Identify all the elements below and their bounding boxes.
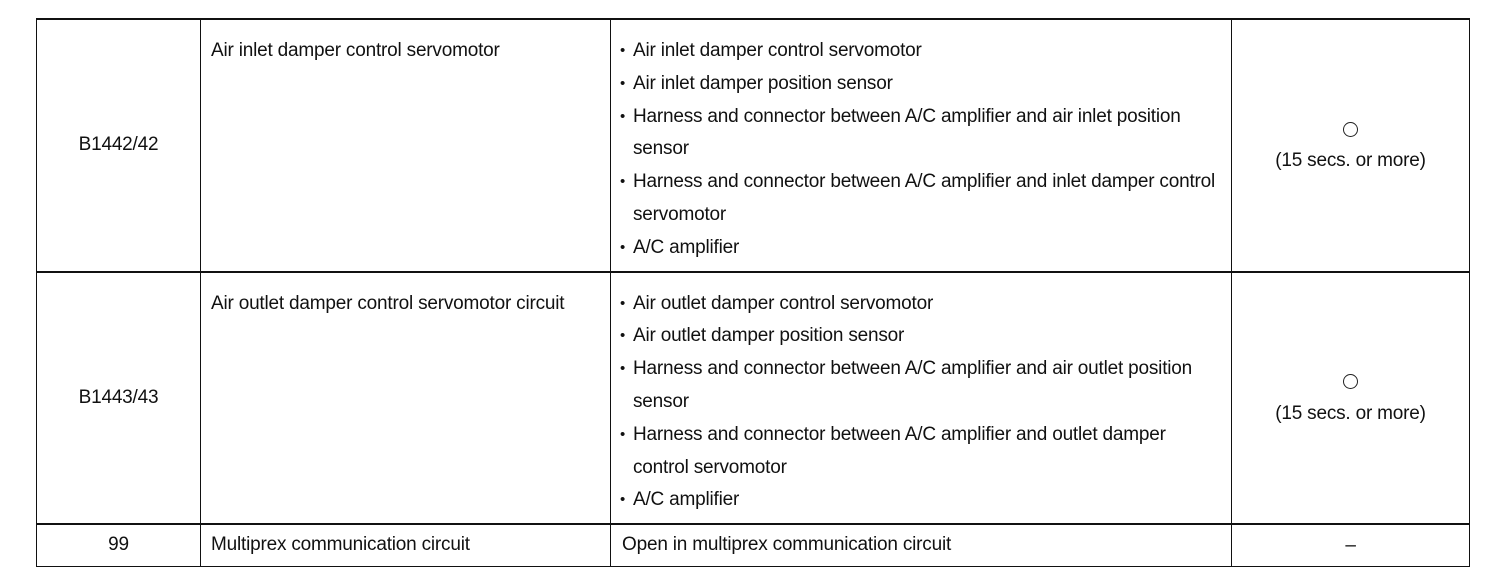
memory-cell: (15 secs. or more) [1231,271,1470,526]
table-row: B1443/43 Air outlet damper control servo… [36,271,1470,526]
trouble-area-item: •Harness and connector between A/C ampli… [619,101,1223,167]
memory-cell: – [1231,523,1470,567]
trouble-area-list: •Air outlet damper control servomotor •A… [619,288,1223,518]
trouble-area-item: •Air outlet damper position sensor [619,320,1223,353]
bullet-icon: • [620,360,626,378]
memory-dash: – [1345,534,1356,556]
bullet-icon: • [620,74,626,92]
bullet-icon: • [620,425,626,443]
bullet-icon: • [620,327,626,345]
trouble-area-item: •Air inlet damper control servomotor [619,35,1223,68]
trouble-area-item: •Air inlet damper position sensor [619,68,1223,101]
dtc-code-cell: B1443/43 [36,271,201,526]
bullet-icon: • [620,107,626,125]
detection-item: Air outlet damper control servomotor cir… [211,292,565,314]
detection-item: Multiprex communication circuit [211,534,470,556]
table-row: B1442/42 Air inlet damper control servom… [36,18,1470,273]
dtc-code-cell: 99 [36,523,201,567]
trouble-area-item: •Harness and connector between A/C ampli… [619,166,1223,232]
trouble-area-cell: Open in multiprex communication circuit [610,523,1232,567]
dtc-code-cell: B1442/42 [36,18,201,273]
trouble-area-item: •Air outlet damper control servomotor [619,288,1223,321]
table-row: 99 Multiprex communication circuit Open … [36,523,1470,567]
circle-icon [1343,121,1358,137]
trouble-area-text: Open in multiprex communication circuit [622,534,952,556]
memory-cell: (15 secs. or more) [1231,18,1470,273]
bullet-icon: • [620,491,626,509]
memory-condition: (15 secs. or more) [1275,150,1426,172]
bullet-icon: • [620,294,626,312]
detection-item: Air inlet damper control servomotor [211,40,500,61]
circle-icon [1343,374,1358,390]
trouble-area-item: •Harness and connector between A/C ampli… [619,353,1223,419]
trouble-area-item: •Harness and connector between A/C ampli… [619,419,1223,485]
trouble-area-item: •A/C amplifier [619,232,1223,265]
trouble-area-cell: •Air inlet damper control servomotor •Ai… [610,18,1232,273]
trouble-area-item: •A/C amplifier [619,484,1223,517]
detection-item-cell: Multiprex communication circuit [200,523,611,567]
bullet-icon: • [620,173,626,191]
dtc-code: 99 [108,534,129,556]
diagnostic-trouble-code-table: B1442/42 Air inlet damper control servom… [36,18,1470,567]
trouble-area-list: •Air inlet damper control servomotor •Ai… [619,35,1223,265]
memory-condition: (15 secs. or more) [1275,402,1426,424]
detection-item-cell: Air outlet damper control servomotor cir… [200,271,611,526]
dtc-code: B1443/43 [78,386,159,408]
bullet-icon: • [620,238,626,256]
dtc-code: B1442/42 [78,134,159,156]
trouble-area-cell: •Air outlet damper control servomotor •A… [610,271,1232,526]
detection-item-cell: Air inlet damper control servomotor [200,18,611,273]
bullet-icon: • [620,42,626,59]
